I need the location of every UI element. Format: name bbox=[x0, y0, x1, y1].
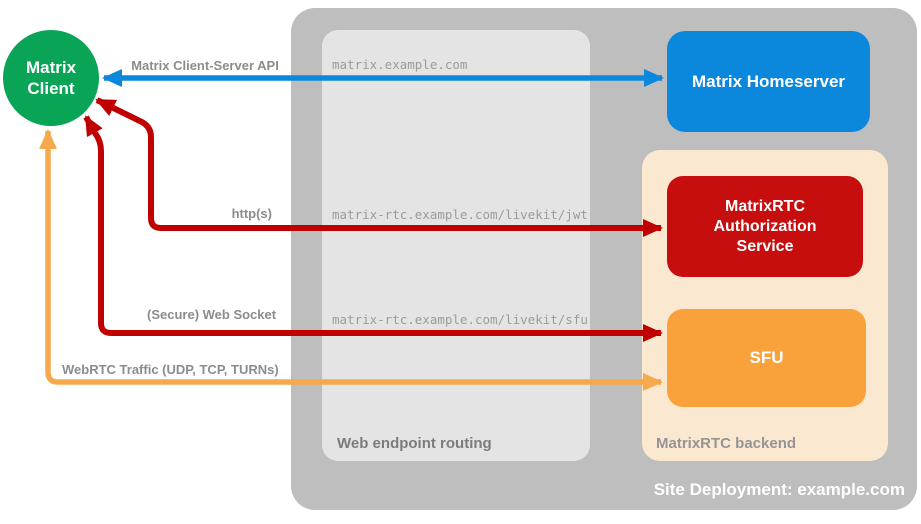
sfu-label: SFU bbox=[749, 348, 784, 368]
endpoint-matrix-example-com: matrix.example.com bbox=[332, 57, 468, 72]
matrix-client-node: Matrix Client bbox=[3, 30, 99, 126]
matrixrtc-authorization-service-label: MatrixRTC Authorization Service bbox=[713, 197, 817, 255]
web-endpoint-routing-label: Web endpoint routing bbox=[337, 435, 492, 452]
matrix-homeserver-node: Matrix Homeserver bbox=[667, 31, 870, 132]
https-edge-label: http(s) bbox=[231, 206, 272, 221]
matrixrtc-authorization-service-node: MatrixRTC Authorization Service bbox=[667, 176, 863, 277]
site-deployment-label: Site Deployment: example.com bbox=[653, 480, 905, 499]
matrix-homeserver-label: Matrix Homeserver bbox=[691, 71, 846, 91]
client-server-api-edge-label: Matrix Client-Server API bbox=[131, 58, 279, 73]
websocket-edge-label: (Secure) Web Socket bbox=[147, 307, 277, 322]
matrixrtc-backend-label: MatrixRTC backend bbox=[656, 435, 797, 452]
webrtc-edge-label: WebRTC Traffic (UDP, TCP, TURNs) bbox=[62, 362, 279, 377]
web-endpoint-routing-group: Web endpoint routing bbox=[322, 30, 590, 461]
endpoint-livekit-sfu: matrix-rtc.example.com/livekit/sfu bbox=[332, 312, 588, 327]
endpoint-livekit-jwt: matrix-rtc.example.com/livekit/jwt bbox=[332, 207, 588, 222]
sfu-node: SFU bbox=[667, 309, 866, 407]
matrix-client-label: Matrix Client bbox=[25, 57, 77, 98]
